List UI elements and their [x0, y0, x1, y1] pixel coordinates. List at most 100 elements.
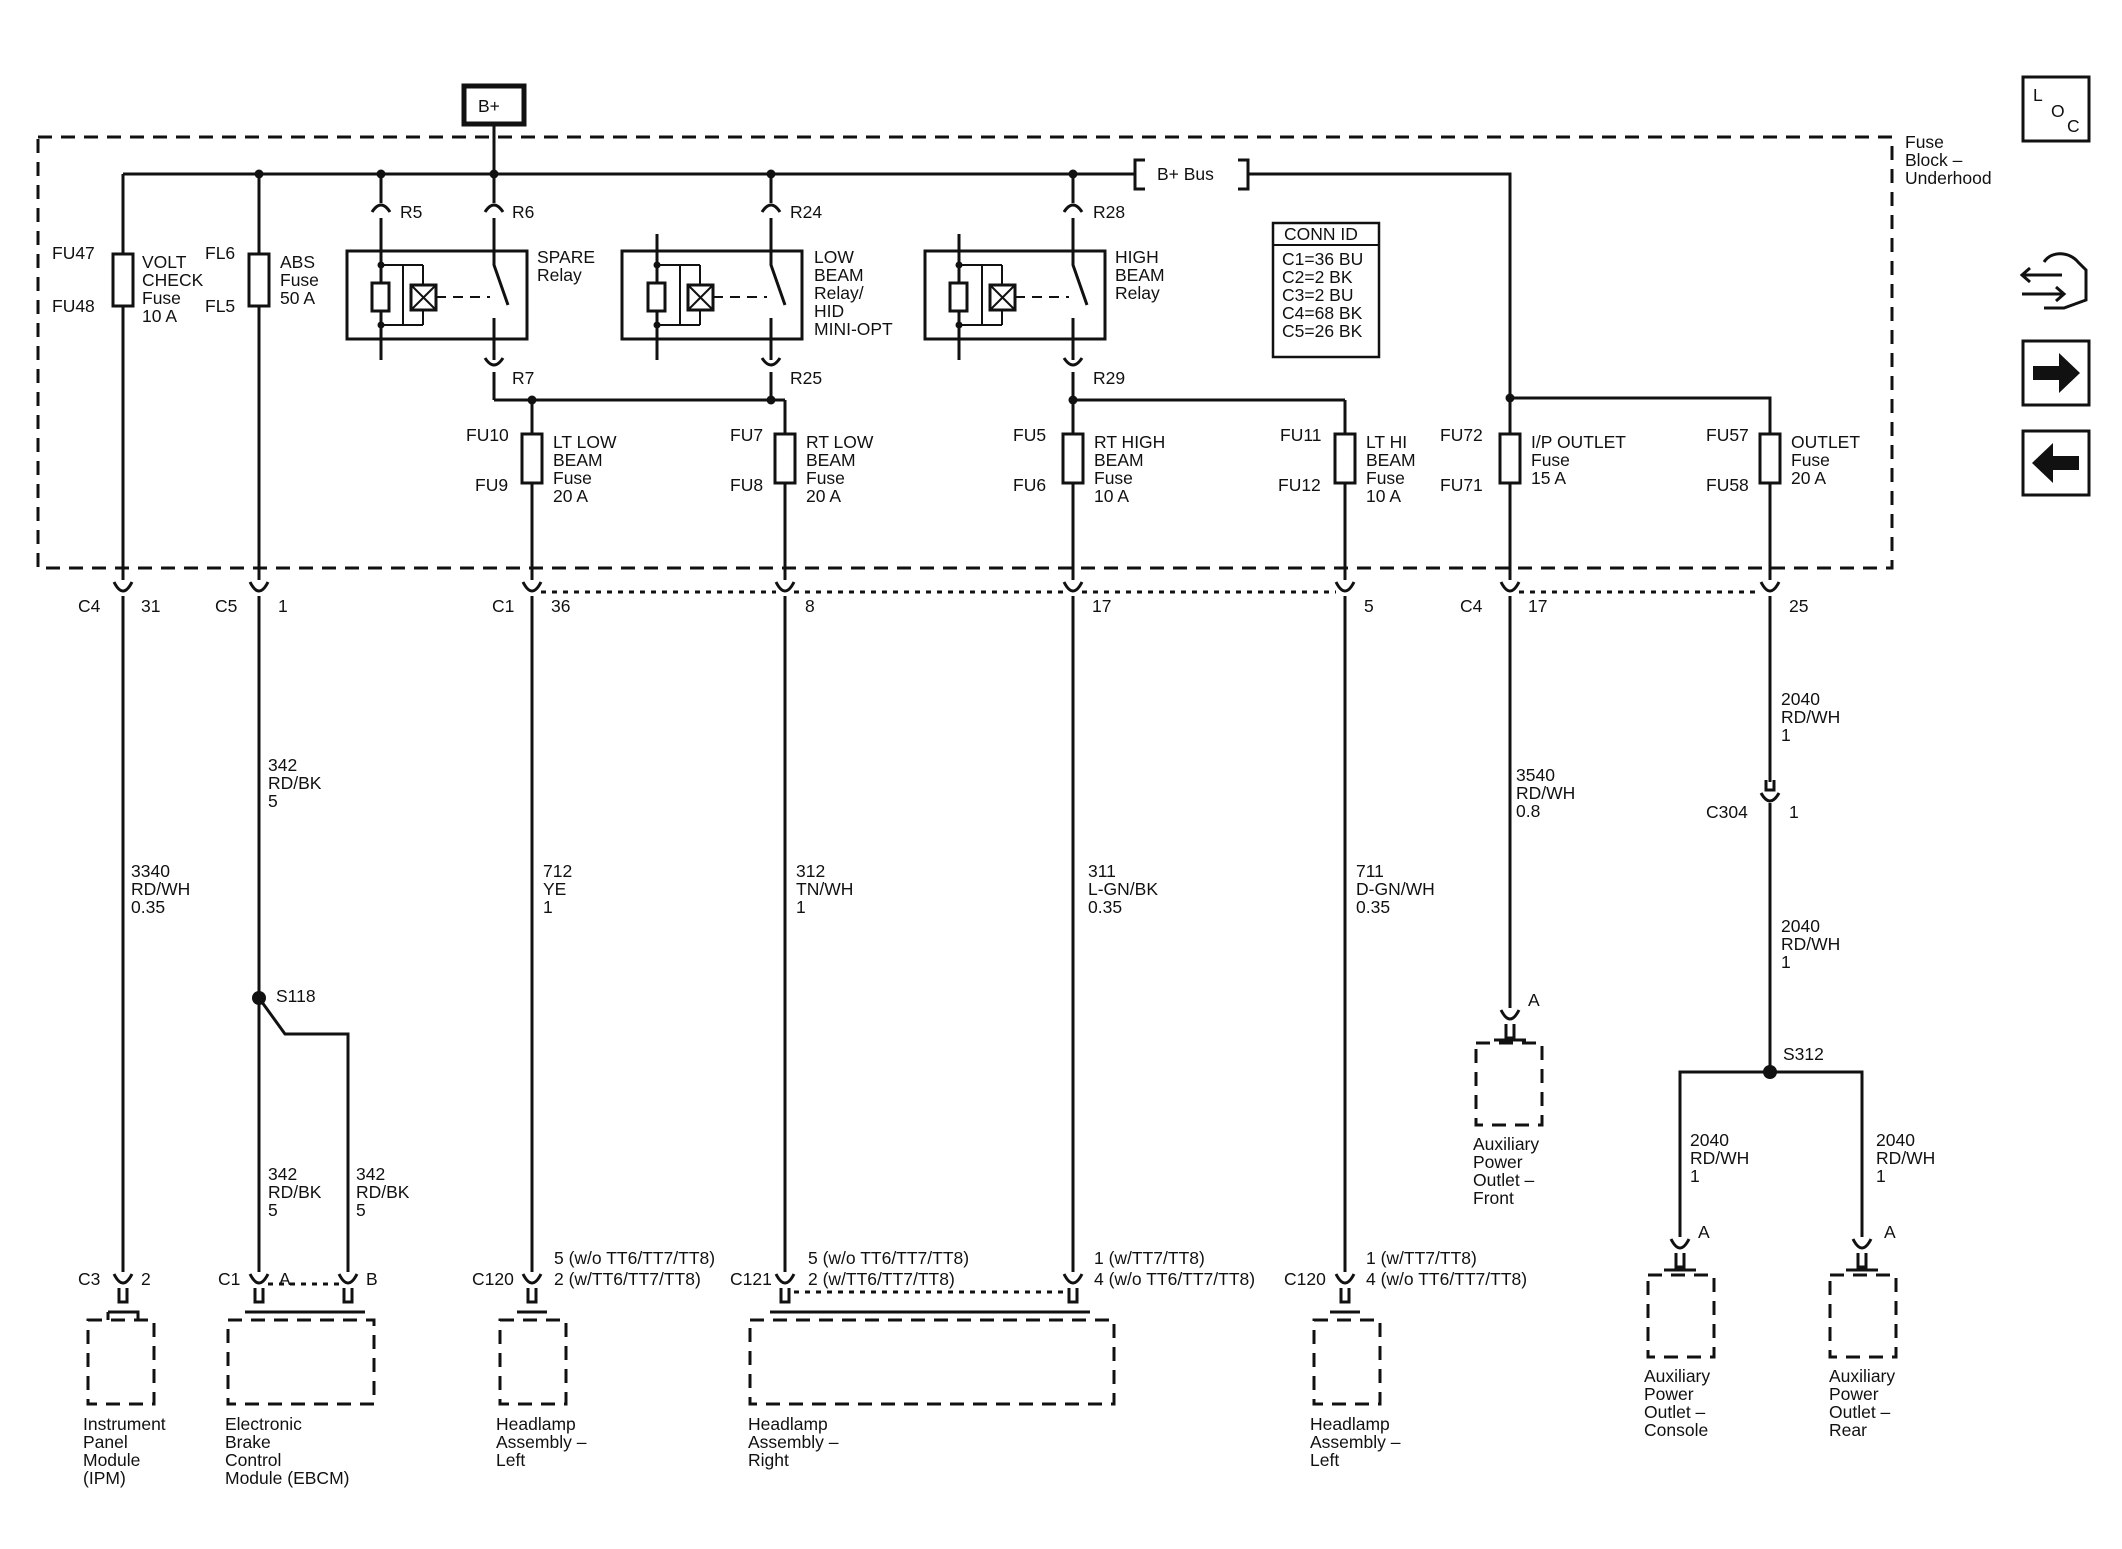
wire-342-circuit: 342: [268, 755, 297, 775]
wire-2040-color: RD/WH: [1781, 707, 1840, 727]
component-headlamp-left-2: C120 1 (w/TT7/TT8) 4 (w/o TT6/TT7/TT8) H…: [1284, 1248, 1527, 1470]
wire-312-circuit: 312: [796, 861, 825, 881]
conn-id-table: CONN ID C1=36 BU C2=2 BK C3=2 BU C4=68 B…: [1271, 221, 1381, 359]
spare-relay-name: SPARE: [537, 247, 595, 267]
fuse-abs-bottom-id: FL5: [205, 296, 235, 316]
wire-2040-circuit: 2040: [1781, 916, 1820, 936]
fuse-rt-high-bottom-id: FU6: [1013, 475, 1046, 495]
fuse-lt-hi-beam: [1333, 432, 1357, 485]
fuse-outlet-rating: 20 A: [1791, 468, 1826, 488]
wire-2040-color: RD/WH: [1781, 934, 1840, 954]
apo-front-name-3: Outlet –: [1473, 1170, 1535, 1190]
ebcm-name-4: Module (EBCM): [225, 1468, 349, 1488]
conn-c5-label: C5: [215, 596, 237, 616]
low-beam-relay-name-2: BEAM: [814, 265, 864, 285]
ebcm-name-2: Brake: [225, 1432, 271, 1452]
fuse-block-label-1: Fuse: [1905, 132, 1944, 152]
wire-2040-color: RD/WH: [1876, 1148, 1935, 1168]
component-aux-outlet-rear: A Auxiliary Power Outlet – Rear: [1828, 1222, 1898, 1440]
hl-right-pin-4: 4 (w/o TT6/TT7/TT8): [1094, 1269, 1255, 1289]
hl-left2-conn-c120: C120: [1284, 1269, 1326, 1289]
loc-l: L: [2033, 85, 2043, 105]
hl-right-name-3: Right: [748, 1450, 789, 1470]
wire-711-color: D-GN/WH: [1356, 879, 1435, 899]
wire-342-color: RD/BK: [356, 1182, 410, 1202]
conn-c4b-label: C4: [1460, 596, 1483, 616]
hl-left-pin-2: 2 (w/TT6/TT7/TT8): [554, 1269, 701, 1289]
hl-left-name-3: Left: [496, 1450, 525, 1470]
conn-id-row: C4=68 BK: [1282, 303, 1363, 323]
fuse-lt-low-top-id: FU10: [466, 425, 509, 445]
conn-c4-label: C4: [78, 596, 101, 616]
fuse-abs-top-id: FL6: [205, 243, 235, 263]
low-beam-relay-pin-r24: R24: [790, 202, 822, 222]
component-headlamp-right: C121 5 (w/o TT6/TT7/TT8) 2 (w/TT6/TT7/TT…: [730, 1248, 1255, 1470]
wire-2040-size: 1: [1690, 1166, 1700, 1186]
fuse-rt-low-name: RT LOW: [806, 432, 874, 452]
loc-button[interactable]: L O C: [2021, 75, 2091, 143]
apo-front-name-4: Front: [1473, 1188, 1514, 1208]
component-aux-outlet-console: A Auxiliary Power Outlet – Console: [1644, 1222, 1716, 1440]
fuse-ip-outlet-top-id: FU72: [1440, 425, 1483, 445]
ipm-conn-c3: C3: [78, 1269, 100, 1289]
legend-hand-icon[interactable]: [2019, 252, 2088, 310]
wire-3340-circuit: 3340: [131, 861, 170, 881]
fuse-lt-hi-bottom-id: FU12: [1278, 475, 1321, 495]
wire-711-circuit: 711: [1356, 861, 1384, 881]
wire-312-size: 1: [796, 897, 806, 917]
fuse-outlet-top-id: FU57: [1706, 425, 1749, 445]
arrow-right-icon: [2033, 353, 2080, 393]
wire-311-color: L-GN/BK: [1088, 879, 1158, 899]
ipm-name-3: Module: [83, 1450, 140, 1470]
wire-342-color: RD/BK: [268, 1182, 322, 1202]
wire-2040-size: 1: [1781, 725, 1791, 745]
spare-relay-pin-r7: R7: [512, 368, 534, 388]
fuse-lt-low-bottom-id: FU9: [475, 475, 508, 495]
component-aux-outlet-front: A Auxiliary Power Outlet – Front: [1473, 990, 1544, 1208]
fuse-lt-low-rating: 20 A: [553, 486, 588, 506]
wire-2040-size: 1: [1876, 1166, 1886, 1186]
splice-s312: [1763, 1065, 1777, 1079]
ebcm-conn-c1: C1: [218, 1269, 240, 1289]
low-beam-relay-name-5: MINI-OPT: [814, 319, 893, 339]
conn-c1-pin-5: 5: [1364, 596, 1374, 616]
wire-2040-circuit: 2040: [1876, 1130, 1915, 1150]
wire-2040-size: 1: [1781, 952, 1791, 972]
wire-3340-size: 0.35: [131, 897, 165, 917]
fuse-rt-low-top-id: FU7: [730, 425, 763, 445]
apo-console-name-4: Console: [1644, 1420, 1708, 1440]
loc-c: C: [2067, 116, 2080, 136]
fuse-volt-top-id: FU47: [52, 243, 95, 263]
wire-3340-color: RD/WH: [131, 879, 190, 899]
wire-2040-circuit: 2040: [1781, 689, 1820, 709]
apo-front-name-2: Power: [1473, 1152, 1523, 1172]
fuse-lt-hi-top-id: FU11: [1280, 425, 1322, 445]
wire-342-color: RD/BK: [268, 773, 322, 793]
arrow-left-icon: [2032, 443, 2079, 483]
hl-right-conn-c121: C121: [730, 1269, 772, 1289]
apo-rear-name-3: Outlet –: [1829, 1402, 1891, 1422]
ebcm-name-3: Control: [225, 1450, 281, 1470]
fuse-block-label-3: Underhood: [1905, 168, 1992, 188]
back-button[interactable]: [2021, 429, 2091, 497]
high-beam-relay: R28 R29 HIGH BEAM Relay: [923, 169, 1165, 405]
wire-342-circuit: 342: [268, 1164, 297, 1184]
apo-console-name-2: Power: [1644, 1384, 1694, 1404]
b-plus-bus-wire: [123, 172, 1512, 398]
hl-right-pin-2: 2 (w/TT6/TT7/TT8): [808, 1269, 955, 1289]
conn-id-row: C1=36 BU: [1282, 249, 1363, 269]
fuse-block-label-2: Block –: [1905, 150, 1963, 170]
conn-c1-pin-36: 36: [551, 596, 570, 616]
hl-left-pin-1: 5 (w/o TT6/TT7/TT8): [554, 1248, 715, 1268]
conn-c1-pin-8: 8: [805, 596, 815, 616]
conn-id-title: CONN ID: [1284, 224, 1358, 244]
fuse-volt-rating: 10 A: [142, 306, 177, 326]
forward-button[interactable]: [2021, 339, 2091, 407]
wire-711-size: 0.35: [1356, 897, 1390, 917]
conn-id-row: C5=26 BK: [1282, 321, 1363, 341]
hl-left2-pin-1: 1 (w/TT7/TT8): [1366, 1248, 1477, 1268]
ebcm-pin-a: A: [279, 1269, 291, 1289]
apo-rear-name-2: Power: [1829, 1384, 1879, 1404]
conn-id-row: C2=2 BK: [1282, 267, 1353, 287]
ipm-name: Instrument: [83, 1414, 166, 1434]
